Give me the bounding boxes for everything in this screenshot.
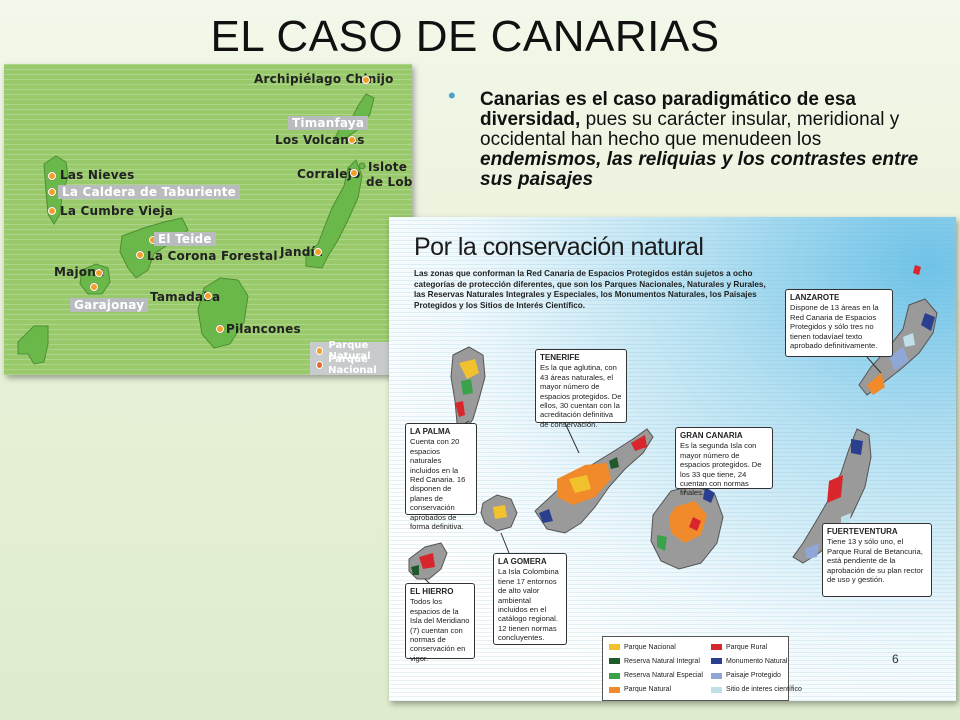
legend-swatch bbox=[710, 686, 722, 693]
callout-la-gomera: LA GOMERA La Isla Colombina tiene 17 ent… bbox=[493, 553, 567, 645]
island-gran-canaria bbox=[197, 277, 249, 349]
label-los-volcanes: Los Volcanes bbox=[275, 133, 365, 147]
label-las-nieves: Las Nieves bbox=[60, 168, 135, 182]
legend-label: Reserva Natural Integral bbox=[624, 657, 700, 665]
park-marker bbox=[362, 76, 370, 84]
island-el-hierro bbox=[17, 325, 49, 365]
legend-label: Parque Natural bbox=[624, 686, 672, 694]
bullet-body: pues su carácter insular, meridional y o… bbox=[480, 109, 900, 150]
island-gran-canaria bbox=[650, 484, 724, 570]
park-marker bbox=[48, 207, 56, 215]
label-corralejo: Corralejo bbox=[297, 167, 361, 181]
bullet-text: Canarias es el caso paradigmático de esa… bbox=[450, 90, 930, 190]
label-tamadaba: Tamadaba bbox=[150, 290, 221, 304]
legend-item: Reserva Natural Especial bbox=[609, 671, 703, 681]
legend-dot-icon bbox=[316, 361, 324, 369]
island-tenerife bbox=[534, 428, 654, 534]
legend-parque-natural: Parque Natural bbox=[316, 340, 406, 362]
legend-label: Parque Rural bbox=[725, 643, 768, 651]
park-marker bbox=[48, 188, 56, 196]
island-lobos bbox=[358, 162, 366, 170]
park-marker bbox=[350, 169, 358, 177]
label-caldera-taburiente: La Caldera de Taburiente bbox=[58, 185, 241, 199]
park-marker bbox=[348, 136, 356, 144]
callout-lanzarote: LANZAROTE Dispone de 13 áreas en la Red … bbox=[785, 289, 893, 357]
conservation-map: Por la conservación natural Las zonas qu… bbox=[389, 217, 956, 701]
park-marker bbox=[95, 269, 103, 277]
slide-title: EL CASO DE CANARIAS bbox=[210, 12, 720, 61]
callout-fuerteventura: FUERTEVENTURA Tiene 13 y sólo uno, el Pa… bbox=[822, 523, 932, 597]
callout-el-hierro: EL HIERRO Todos los espacios de la Isla … bbox=[405, 583, 475, 663]
islands-shapes bbox=[17, 93, 375, 365]
legend-item: Monumento Natural bbox=[710, 656, 802, 666]
park-marker bbox=[204, 292, 212, 300]
legend-swatch bbox=[609, 686, 620, 693]
label-jandia: Jandía bbox=[280, 245, 324, 259]
island-la-palma bbox=[450, 346, 486, 432]
label-majona: Majona bbox=[54, 265, 105, 279]
conservation-map-title: Por la conservación natural bbox=[414, 233, 704, 261]
protected-areas-map: Archipiélago Chinijo Timanfaya Los Volca… bbox=[4, 64, 412, 375]
legend-label: Sitio de interes científico bbox=[725, 686, 802, 694]
legend-item: Parque Rural bbox=[710, 642, 802, 652]
legend-item: Parque Nacional bbox=[609, 642, 703, 652]
callout-la-palma: LA PALMA Cuenta con 20 espacios naturale… bbox=[405, 423, 477, 531]
island-el-hierro bbox=[408, 542, 448, 580]
park-marker bbox=[48, 172, 56, 180]
legend-swatch bbox=[710, 644, 722, 651]
island-fuerteventura bbox=[305, 159, 363, 269]
callout-tenerife: TENERIFE Es la que aglutina, con 43 área… bbox=[535, 349, 627, 429]
legend-label: Paisaje Protegido bbox=[725, 672, 781, 680]
page-number: 6 bbox=[892, 652, 899, 666]
bullet-icon: • bbox=[448, 83, 456, 108]
label-archipielago-chinijo: Archipiélago Chinijo bbox=[254, 72, 394, 86]
park-marker bbox=[314, 248, 322, 256]
label-islote: Islote bbox=[368, 160, 408, 174]
legend-parque-nacional: Parque Nacional bbox=[316, 354, 406, 375]
label-de-lobos: de Lobos bbox=[366, 175, 412, 189]
legend-swatch bbox=[710, 658, 722, 665]
bullet-emphasis: endemismos, las reliquias y los contrast… bbox=[480, 149, 919, 190]
legend-swatch bbox=[609, 672, 620, 679]
island-fuerteventura bbox=[792, 428, 872, 564]
island-la-gomera bbox=[480, 494, 518, 532]
label-cumbre-vieja: La Cumbre Vieja bbox=[60, 204, 174, 218]
park-marker bbox=[216, 325, 224, 333]
label-el-teide: El Teide bbox=[154, 232, 216, 246]
label-garajonay: Garajonay bbox=[70, 298, 149, 312]
legend-label: Parque Nacional bbox=[624, 643, 676, 651]
bullet-bold-intro: Canarias es el caso paradigmático de esa… bbox=[480, 89, 856, 130]
legend-swatch bbox=[609, 644, 620, 651]
legend-label: Monumento Natural bbox=[725, 657, 788, 665]
conservation-map-intro: Las zonas que conforman la Red Canaria d… bbox=[414, 269, 766, 310]
callout-gran-canaria: GRAN CANARIA Es la segunda Isla con mayo… bbox=[675, 427, 773, 497]
legend-swatch bbox=[609, 658, 620, 665]
island-tenerife bbox=[119, 217, 189, 279]
legend-item: Reserva Natural Integral bbox=[609, 656, 703, 666]
island-lanzarote bbox=[858, 265, 938, 396]
legend-item: Parque Natural bbox=[609, 685, 703, 695]
label-corona-forestal: La Corona Forestal bbox=[147, 249, 278, 263]
legend-item: Paisaje Protegido bbox=[710, 671, 802, 681]
legend-item: Sitio de interes científico bbox=[710, 685, 802, 695]
label-pilancones: Pilancones bbox=[226, 322, 301, 336]
legend-label: Reserva Natural Especial bbox=[624, 672, 703, 680]
label-timanfaya: Timanfaya bbox=[288, 116, 369, 130]
park-marker bbox=[136, 251, 144, 259]
legend-swatch bbox=[710, 672, 722, 679]
islands-detail bbox=[408, 265, 938, 586]
bullet-block: • Canarias es el caso paradigmático de e… bbox=[448, 85, 930, 190]
park-marker bbox=[90, 283, 98, 291]
legend-dot-icon bbox=[316, 347, 324, 355]
